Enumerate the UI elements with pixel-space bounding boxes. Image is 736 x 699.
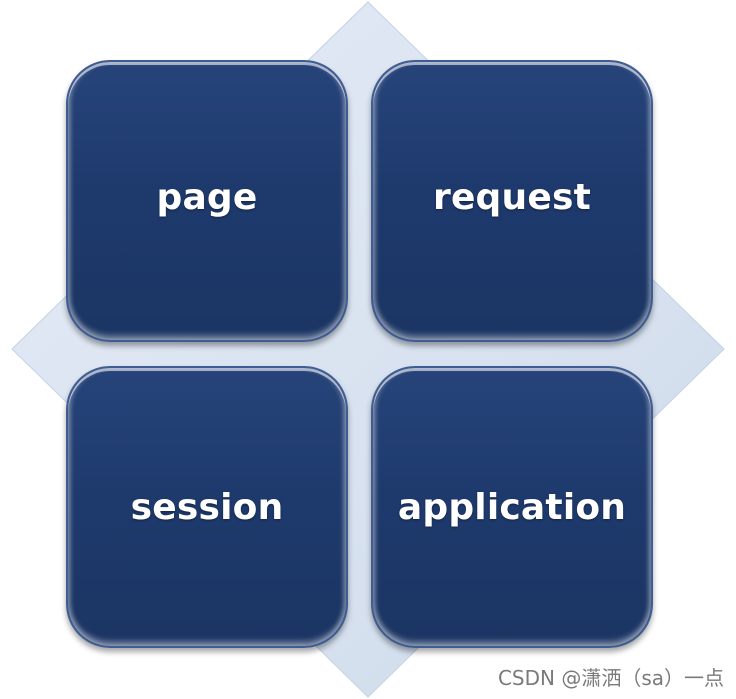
tile-session: session	[66, 366, 348, 648]
tile-request: request	[371, 60, 653, 342]
watermark: CSDN @潇洒（sa）一点	[497, 666, 724, 690]
tile-application: application	[371, 366, 653, 648]
tile-label-request: request	[432, 176, 592, 218]
tile-label-page: page	[156, 176, 258, 218]
tile-label-application: application	[397, 486, 627, 528]
tile-label-session: session	[130, 486, 284, 528]
tile-page: page	[66, 60, 348, 342]
